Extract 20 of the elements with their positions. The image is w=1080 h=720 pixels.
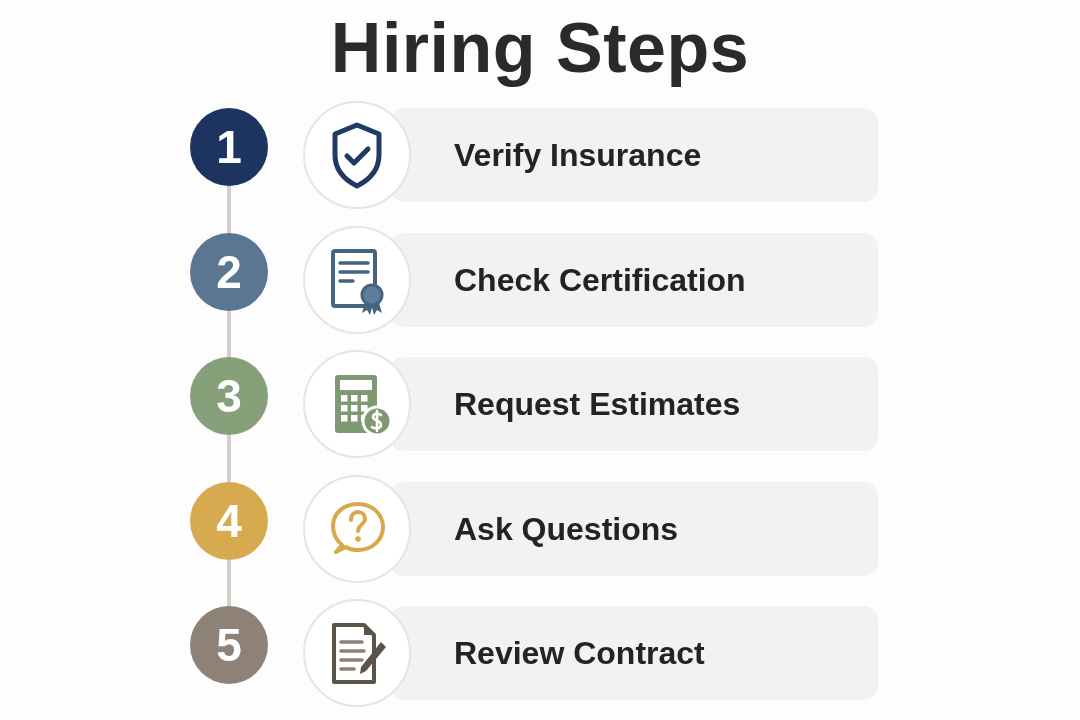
step-card: [390, 482, 878, 576]
step-label: Request Estimates: [454, 385, 742, 423]
connector-line: [227, 186, 231, 233]
step-number: 2: [216, 249, 242, 295]
step-card: [390, 357, 878, 451]
step-card: [390, 233, 878, 327]
step-label: Verify Insurance: [454, 136, 703, 174]
step-number: 5: [216, 622, 242, 668]
connector-line: [227, 311, 231, 357]
step-number: 1: [216, 124, 242, 170]
connector-line: [227, 435, 231, 482]
connector-line: [227, 560, 231, 606]
step-card: [390, 606, 878, 700]
step-number: 3: [216, 373, 242, 419]
step-number: 4: [216, 498, 242, 544]
title: Hiring Steps: [330, 10, 750, 86]
step-label: Review Contract: [454, 634, 706, 672]
step-label: Ask Questions: [454, 510, 680, 548]
step-card: [390, 108, 878, 202]
step-label: Check Certification: [454, 261, 747, 299]
